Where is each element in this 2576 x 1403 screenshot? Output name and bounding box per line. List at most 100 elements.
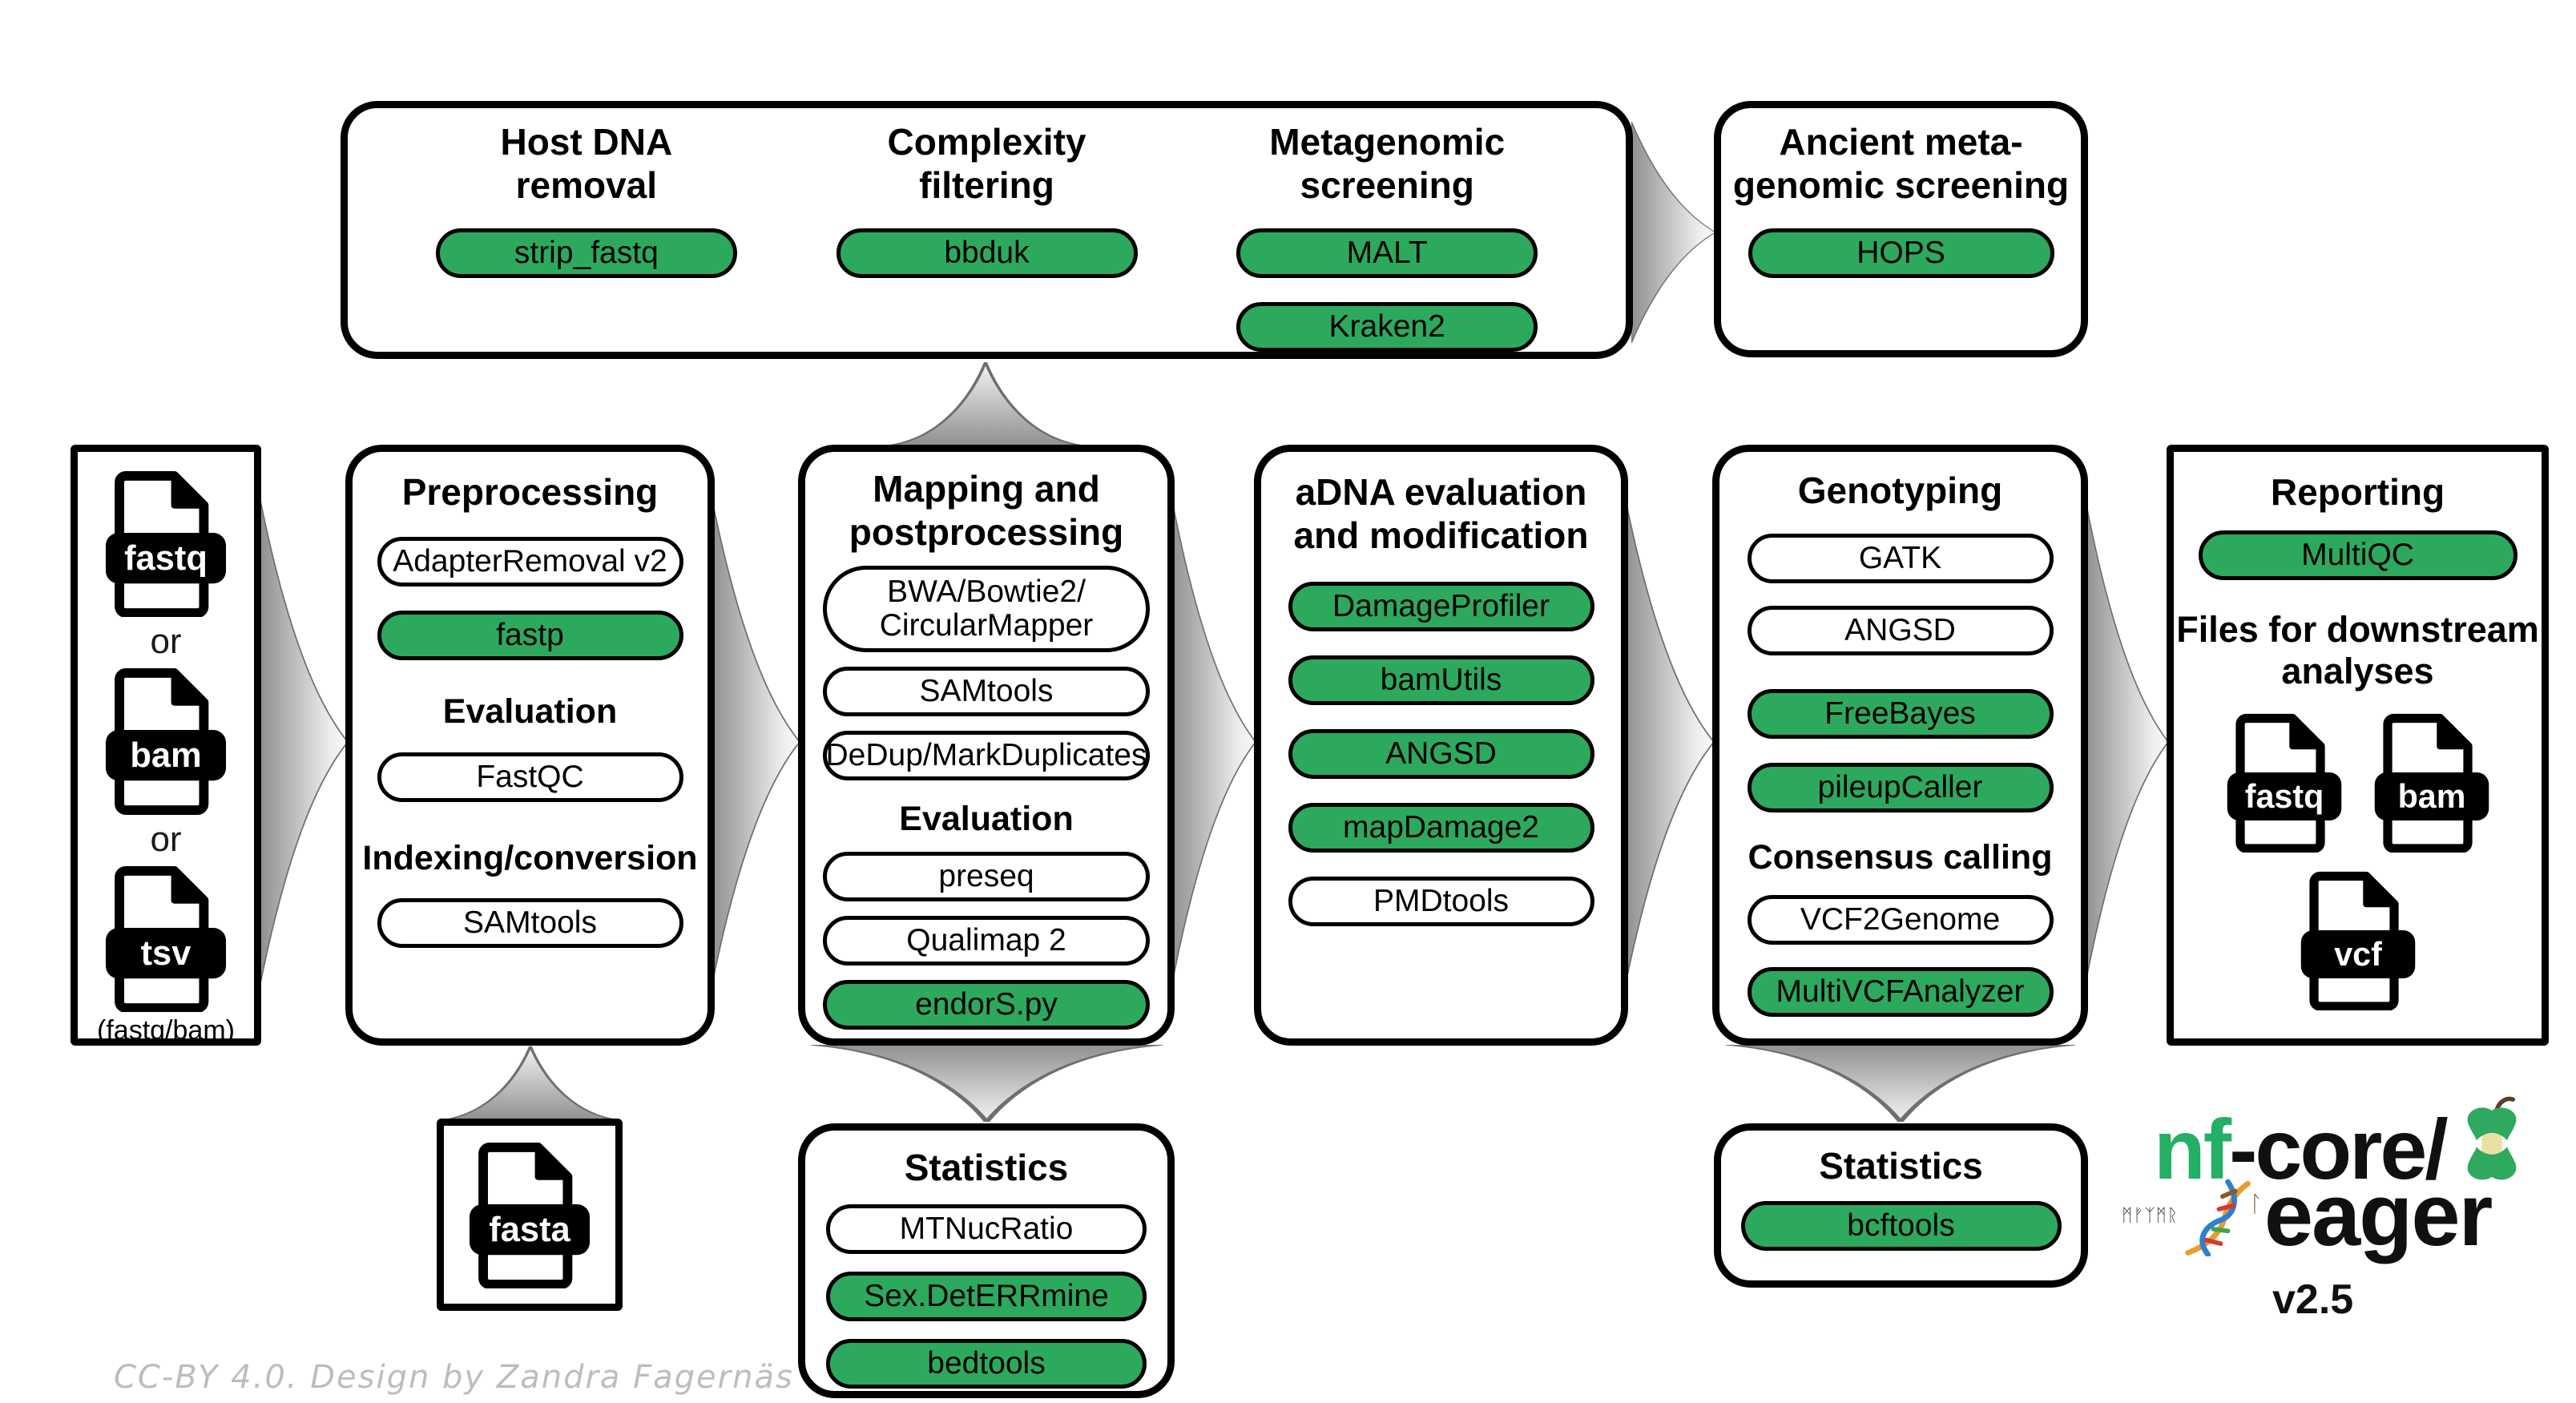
pill-fastqc: FastQC: [377, 752, 683, 803]
statistics-genotyping-box: Statistics bcftools: [1714, 1123, 2088, 1288]
arrow-genotyping-to-reporting-icon: [2085, 496, 2168, 988]
logo-rune-l-text: ᛚ: [2249, 1190, 2263, 1217]
fasta-reference-box: fasta: [437, 1119, 623, 1311]
arrow-mapping-to-screening-icon: [889, 361, 1082, 445]
section-title: Complexity filtering: [887, 121, 1086, 206]
pill-endors-py: endorS.py: [823, 980, 1150, 1030]
reporting-box: Reporting MultiQC Files for downstream a…: [2167, 445, 2549, 1046]
dna-helix-icon: [2185, 1179, 2251, 1256]
pill-dedup-markduplicates: DeDup/MarkDuplicates: [823, 730, 1150, 780]
box-title: Reporting: [2270, 471, 2445, 513]
pill-pileupcaller: pileupCaller: [1747, 762, 2054, 812]
bam-file-icon: bam: [105, 668, 227, 815]
adna-evaluation-box: aDNA evaluation and modification DamageP…: [1254, 445, 1628, 1046]
vcf-file-icon: vcf: [2300, 872, 2415, 1011]
pill-sexdeterrmine: Sex.DetERRmine: [826, 1271, 1147, 1321]
logo-core-text: -core/: [2229, 1103, 2449, 1197]
pill-fastp: fastp: [377, 610, 683, 660]
preprocessing-box: Preprocessing AdapterRemoval v2 fastp Ev…: [345, 445, 715, 1046]
svg-text:fastq: fastq: [2244, 778, 2324, 815]
logo-runes-text: ᛗᚠᛉᛗᚱ: [2122, 1205, 2179, 1226]
arrow-adna-to-genotyping-icon: [1625, 496, 1714, 988]
or-label: or: [150, 819, 182, 859]
logo-eager-text: eager: [2264, 1166, 2493, 1264]
pill-freebayes: FreeBayes: [1747, 688, 2054, 739]
fasta-file-icon: fasta: [469, 1142, 591, 1289]
arrow-mapping-to-adna-icon: [1171, 496, 1256, 988]
pill-gatk: GATK: [1747, 533, 2054, 583]
pill-qualimap2: Qualimap 2: [823, 916, 1150, 966]
downstream-files-row: fastq bam: [2224, 712, 2492, 853]
statistics-mapping-box: Statistics MTNucRatio Sex.DetERRmine bed…: [798, 1123, 1175, 1398]
box-title: Genotyping: [1797, 470, 2003, 511]
section-host-dna-removal: Host DNA removal strip_fastq: [386, 121, 787, 302]
pill-malt: MALT: [1236, 228, 1538, 278]
or-label: or: [150, 622, 182, 662]
pill-pmdtools: PMDtools: [1288, 876, 1594, 926]
section-metagenomic-screening: Metagenomic screening MALT Kraken2: [1187, 121, 1587, 376]
box-title: Preprocessing: [401, 471, 659, 513]
pill-preseq: preseq: [823, 852, 1150, 902]
pill-angsd: ANGSD: [1288, 728, 1594, 779]
pill-bcftools: bcftools: [1740, 1200, 2062, 1251]
pill-angsd: ANGSD: [1747, 605, 2054, 655]
logo-version: v2.5: [2272, 1276, 2354, 1323]
svg-text:fastq: fastq: [124, 539, 208, 578]
screening-box: Host DNA removal strip_fastq Complexity …: [341, 101, 1633, 359]
svg-text:vcf: vcf: [2334, 936, 2382, 973]
pill-mtnucratio: MTNucRatio: [826, 1203, 1147, 1254]
pill-samtools: SAMtools: [823, 666, 1150, 716]
tsv-file-icon: tsv: [105, 865, 227, 1012]
pill-adapterremoval: AdapterRemoval v2: [377, 536, 683, 587]
pill-mapdamage2: mapDamage2: [1288, 802, 1594, 853]
section-complexity-filtering: Complexity filtering bbduk: [787, 121, 1187, 302]
logo-line1: nf-core/: [2154, 1096, 2530, 1197]
arrow-mapping-to-statistics-icon: [810, 1045, 1163, 1123]
logo-line2: ᛗᚠᛉᛗᚱ ᛚ eager: [2122, 1166, 2493, 1264]
mapping-box: Mapping and postprocessing BWA/Bowtie2/ …: [798, 445, 1175, 1046]
box-title: Statistics: [904, 1147, 1069, 1188]
arrow-input-to-preprocessing-icon: [260, 496, 348, 988]
box-title: Statistics: [1819, 1145, 1983, 1187]
section-title: Host DNA removal: [500, 121, 673, 206]
svg-text:tsv: tsv: [141, 934, 191, 973]
genotyping-box: Genotyping GATK ANGSD FreeBayes pileupCa…: [1712, 445, 2088, 1046]
arrow-screening-to-ancient-icon: [1631, 121, 1715, 344]
files-downstream-heading: Files for downstream analyses: [2176, 608, 2539, 691]
input-format-caption: (fastq/bam): [97, 1014, 235, 1046]
license-credit: CC-BY 4.0. Design by Zandra Fagernäs: [114, 1359, 794, 1396]
pill-bwa-bowtie2-circularmapper: BWA/Bowtie2/ CircularMapper: [823, 565, 1150, 652]
pill-samtools: SAMtools: [377, 897, 683, 948]
evaluation-heading: Evaluation: [442, 691, 618, 731]
svg-text:bam: bam: [2397, 778, 2465, 815]
pill-strip-fastq: strip_fastq: [435, 228, 737, 278]
svg-text:bam: bam: [130, 736, 201, 775]
section-title: Metagenomic screening: [1269, 121, 1506, 206]
fastq-file-icon: fastq: [2227, 714, 2341, 853]
logo-nf-text: nf: [2154, 1103, 2231, 1197]
box-title: aDNA evaluation and modification: [1293, 471, 1589, 556]
arrow-genotyping-to-statistics-icon: [1725, 1045, 2076, 1123]
pill-bedtools: bedtools: [826, 1338, 1147, 1389]
evaluation-heading: Evaluation: [899, 799, 1074, 838]
pill-multivcfanalyzer: MultiVCFAnalyzer: [1747, 967, 2054, 1018]
pill-damageprofiler: DamageProfiler: [1288, 581, 1594, 631]
bam-file-icon: bam: [2374, 714, 2489, 853]
pill-bbduk: bbduk: [836, 228, 1138, 278]
pill-hops: HOPS: [1748, 228, 2054, 278]
indexing-heading: Indexing/conversion: [362, 839, 698, 878]
fastq-file-icon: fastq: [105, 470, 227, 618]
arrow-fasta-to-preprocessing-icon: [441, 1046, 619, 1120]
box-title: Mapping and postprocessing: [849, 468, 1124, 553]
apple-core-icon: [2467, 1096, 2517, 1180]
pill-bamutils: bamUtils: [1288, 655, 1594, 705]
arrow-preprocessing-to-mapping-icon: [712, 496, 800, 988]
box-title: Ancient meta- genomic screening: [1732, 121, 2070, 206]
input-files-box: fastq or bam or tsv (fastq/bam): [71, 445, 261, 1046]
svg-text:fasta: fasta: [489, 1211, 570, 1249]
ancient-screening-box: Ancient meta- genomic screening HOPS: [1714, 101, 2088, 357]
consensus-heading: Consensus calling: [1748, 837, 2053, 877]
pill-vcf2genome: VCF2Genome: [1747, 895, 2054, 945]
pill-kraken2: Kraken2: [1236, 301, 1538, 352]
